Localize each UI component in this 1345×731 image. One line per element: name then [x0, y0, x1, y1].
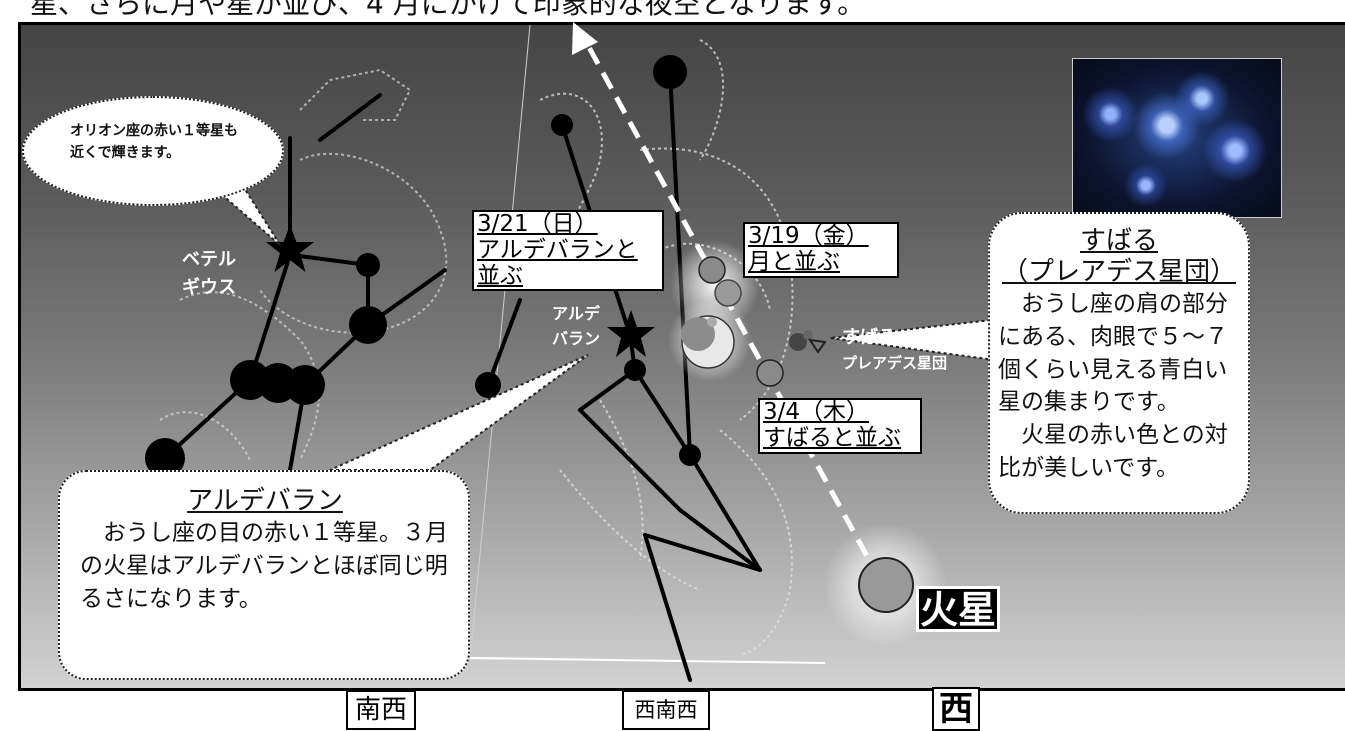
mars-position	[714, 279, 742, 307]
subaru-info-box: すばる （プレアデス星団） おうし座の肩の部分にある、肉眼で５〜７個くらい見える…	[988, 212, 1250, 514]
grid-line	[469, 657, 826, 664]
tag-mar4: 3/4（木） すばると並ぶ	[758, 398, 922, 454]
pleiades-mark	[789, 330, 827, 354]
mars-position	[756, 359, 784, 387]
subaru-box-title: すばる	[1079, 226, 1158, 256]
aldebaran-box-body: おうし座の目の赤い１等星。３月の火星はアルデバランとほぼ同じ明るさになります。	[80, 520, 448, 612]
aldebaran-box-title: アルデバラン	[187, 486, 343, 516]
orion-figure-sketch	[159, 68, 448, 461]
header-text: 星、さらに月や星が並び、4 月にかけて印象的な夜空となります。	[30, 0, 866, 20]
subaru-box-body: おうし座の肩の部分にある、肉眼で５〜７個くらい見える青白い星の集まりです。	[998, 291, 1228, 416]
direction-west: 西	[932, 687, 980, 731]
subaru-star-label: すばる	[842, 327, 896, 348]
direction-west-southwest: 西南西	[622, 690, 710, 730]
orion-speech-bubble: オリオン座の赤い１等星も近くで輝きます。	[22, 96, 284, 206]
betelgeuse-label: ベテルギウス	[182, 249, 236, 298]
tag-mar4-date: 3/4（木）	[763, 399, 870, 425]
subaru-box-body-2: 火星の赤い色との対比が美しいです。	[998, 422, 1228, 481]
callout-pointer	[329, 354, 589, 471]
tag-mar21-text: アルデバランと並ぶ	[477, 236, 638, 289]
aldebaran-star-label: アルデバラン	[552, 304, 601, 348]
aldebaran-info-box: アルデバラン おうし座の目の赤い１等星。３月の火星はアルデバランとほぼ同じ明るさ…	[58, 470, 470, 680]
tag-mar21: 3/21（日） アルデバランと並ぶ	[472, 210, 664, 292]
subaru-box-subtitle: （プレアデス星団）	[1001, 257, 1236, 288]
pleiades-star-label: プレアデス星団	[842, 354, 948, 372]
star-dot	[551, 114, 573, 136]
star-dot	[653, 55, 687, 89]
star-dot	[356, 253, 380, 277]
tag-mar4-text: すばると並ぶ	[763, 424, 901, 451]
star-dot	[475, 372, 501, 398]
callout-pointer	[829, 316, 1011, 364]
mars-label: 火星	[916, 586, 1000, 632]
grid-line	[469, 24, 531, 661]
star-dot	[285, 365, 325, 405]
tag-mar19-date: 3/19（金）	[748, 223, 869, 249]
orion-bubble-text: オリオン座の赤い１等星も近くで輝きます。	[70, 123, 238, 162]
aldebaran-star	[607, 310, 655, 357]
direction-southwest: 南西	[346, 690, 416, 730]
tag-mar19: 3/19（金） 月と並ぶ	[743, 222, 899, 278]
tag-mar21-date: 3/21（日）	[477, 211, 598, 237]
star-dot	[349, 306, 387, 344]
star-dot	[624, 359, 646, 381]
tag-mar19-text: 月と並ぶ	[748, 248, 840, 275]
pleiades-photo	[1072, 58, 1282, 218]
arrow-head	[572, 22, 598, 55]
star-dot	[679, 444, 701, 466]
moon-icon	[681, 315, 735, 369]
constellation-stars	[145, 55, 701, 478]
betelgeuse-star	[266, 225, 314, 272]
mars-position	[698, 256, 726, 284]
star-dot	[145, 438, 185, 478]
mars-path-arrow	[582, 38, 883, 582]
mars-position	[858, 557, 914, 613]
